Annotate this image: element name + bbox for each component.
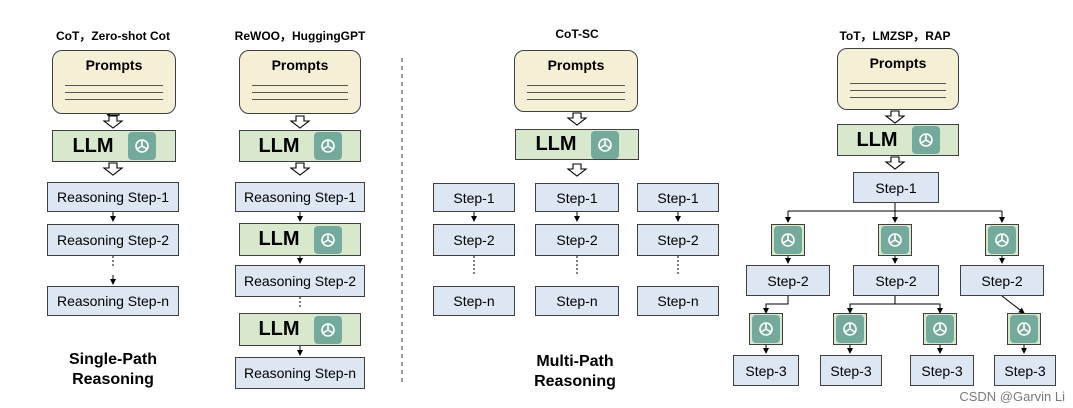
llm-node [985, 224, 1019, 256]
llm-box: LLM [837, 124, 959, 156]
section-title-line: Multi-Path [536, 353, 614, 370]
llm-node [771, 224, 805, 256]
llm-box: LLM [52, 130, 176, 162]
step-box: Step-1 [433, 183, 515, 212]
hollow-down-arrow-icon [102, 162, 124, 176]
openai-logo-icon [911, 126, 940, 154]
llm-label: LLM [535, 133, 577, 155]
openai-logo-icon [752, 315, 780, 343]
prompt-line [252, 85, 348, 86]
openai-logo-icon [926, 315, 954, 343]
step-box: Step-2 [637, 224, 719, 256]
step-box: Step-3 [820, 355, 882, 386]
openai-logo-icon [313, 315, 342, 344]
prompt-label: Prompts [869, 55, 927, 71]
step-box: Step-n [535, 286, 619, 316]
watermark: CSDN @Garvin Li [959, 389, 1065, 404]
prompt-line [850, 97, 946, 98]
llm-node [878, 224, 912, 256]
reasoning-step-box: Reasoning Step-2 [47, 224, 179, 256]
openai-logo-icon [988, 226, 1016, 254]
reasoning-step-box: Reasoning Step-2 [235, 265, 365, 297]
openai-logo-icon [590, 130, 619, 159]
openai-logo-icon [127, 132, 156, 160]
llm-box: LLM [239, 313, 361, 346]
flow-arrows [102, 110, 906, 177]
prompt-line [252, 99, 348, 100]
prompt-line [527, 99, 625, 100]
prompt-box: Prompts [239, 50, 361, 114]
step-box: Step-3 [910, 355, 974, 386]
prompt-line [65, 85, 163, 86]
col-title-rewoo: ReWOO，HuggingGPT [234, 29, 366, 43]
llm-box: LLM [239, 223, 361, 256]
step-box: Step-2 [535, 224, 619, 256]
prompt-line [65, 92, 163, 93]
openai-logo-icon [313, 225, 342, 254]
step-box: Step-1 [853, 172, 939, 203]
section-title-line: Reasoning [534, 373, 616, 390]
llm-node [1007, 313, 1041, 345]
col4-connectors [763, 203, 1027, 354]
col-title-cotsc: CoT-SC [555, 27, 599, 41]
section-title-multi-path: Multi-Path Reasoning [510, 352, 640, 392]
step-box: Step-1 [637, 183, 719, 212]
openai-logo-icon [774, 226, 802, 254]
llm-label: LLM [258, 134, 300, 157]
step-box: Step-3 [733, 355, 799, 386]
reasoning-step-box: Reasoning Step-1 [47, 182, 179, 212]
section-title-single-path: Single-Path Reasoning [48, 350, 178, 390]
prompt-line [527, 92, 625, 93]
col3-connectors [471, 212, 681, 276]
hollow-down-arrow-icon [566, 112, 588, 126]
section-title-line: Reasoning [72, 371, 154, 388]
prompt-line [252, 92, 348, 93]
hollow-down-arrow-icon [289, 115, 311, 129]
step-box: Step-2 [960, 265, 1044, 296]
prompt-line [850, 83, 946, 84]
step-box: Step-2 [853, 265, 939, 296]
step-box: Step-2 [746, 265, 830, 296]
step-box: Step-1 [535, 183, 619, 212]
hollow-down-arrow-icon [884, 156, 906, 170]
prompt-box: Prompts [837, 48, 959, 110]
reasoning-step-box: Reasoning Step-n [235, 357, 365, 389]
col-title-tot: ToT，LMZSP，RAP [839, 29, 951, 43]
llm-label: LLM [856, 128, 898, 151]
prompt-box: Prompts [52, 50, 176, 114]
hollow-down-arrow-icon [289, 162, 311, 176]
step-box: Step-2 [433, 224, 515, 256]
prompt-label: Prompts [85, 57, 143, 73]
step-box: Step-n [433, 286, 515, 316]
hollow-down-arrow-icon [566, 163, 588, 177]
step-box: Step-3 [994, 355, 1056, 386]
prompt-line [65, 99, 163, 100]
col-title-cot: CoT，Zero-shot Cot [56, 29, 170, 43]
llm-box: LLM [239, 130, 361, 162]
openai-logo-icon [881, 226, 909, 254]
llm-label: LLM [72, 134, 114, 157]
prompt-box: Prompts [514, 50, 638, 112]
llm-node [923, 313, 957, 345]
openai-logo-icon [1010, 315, 1038, 343]
llm-node [749, 313, 783, 345]
hollow-down-arrow-icon [102, 115, 124, 129]
openai-logo-icon [313, 132, 342, 160]
openai-logo-icon [836, 315, 864, 343]
llm-label: LLM [258, 228, 300, 250]
prompt-line [850, 90, 946, 91]
hollow-down-arrow-icon [884, 110, 906, 124]
step-box: Step-n [637, 286, 719, 316]
llm-label: LLM [258, 318, 300, 340]
llm-node [833, 313, 867, 345]
reasoning-step-box: Reasoning Step-n [47, 286, 179, 316]
prompt-line [527, 85, 625, 86]
llm-box: LLM [515, 129, 639, 160]
prompt-label: Prompts [547, 57, 605, 73]
prompt-label: Prompts [271, 57, 329, 73]
reasoning-step-box: Reasoning Step-1 [235, 182, 365, 212]
section-title-line: Single-Path [68, 351, 157, 368]
